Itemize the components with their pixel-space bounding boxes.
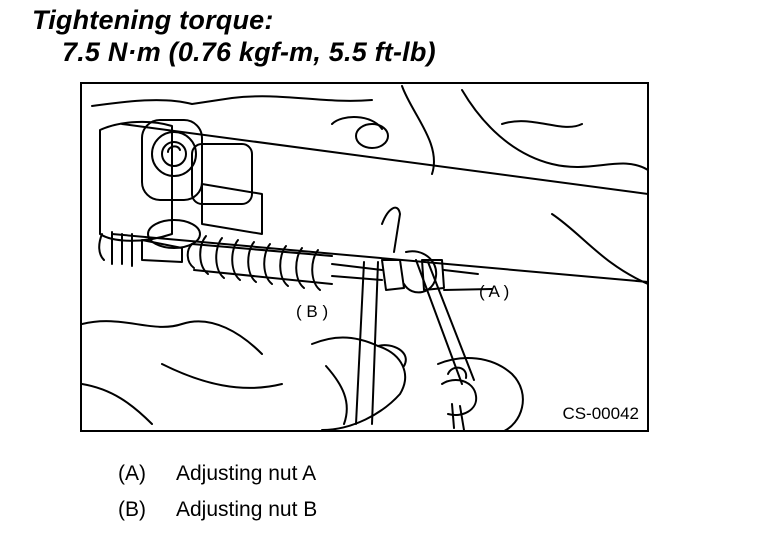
figure-code: CS-00042 [562,404,639,423]
legend-text: Adjusting nut B [176,498,318,521]
legend-key: (A) [118,462,146,485]
legend: (A) Adjusting nut A (B) Adjusting nut B [118,456,317,528]
legend-item-b: (B) Adjusting nut B [118,492,317,528]
illustration-frame: ( A ) ( B ) CS-00042 [80,82,649,432]
label-a: ( A ) [479,282,510,301]
adjustment-illustration [82,85,647,430]
legend-text: Adjusting nut A [176,462,317,485]
heading-title: Tightening torque: [32,5,274,35]
legend-item-a: (A) Adjusting nut A [118,456,317,492]
label-b: ( B ) [296,302,329,321]
legend-key: (B) [118,498,146,521]
torque-value: 7.5 N·m (0.76 kgf-m, 5.5 ft-lb) [62,37,436,67]
torque-heading: Tightening torque: 7.5 N·m (0.76 kgf-m, … [32,4,436,68]
